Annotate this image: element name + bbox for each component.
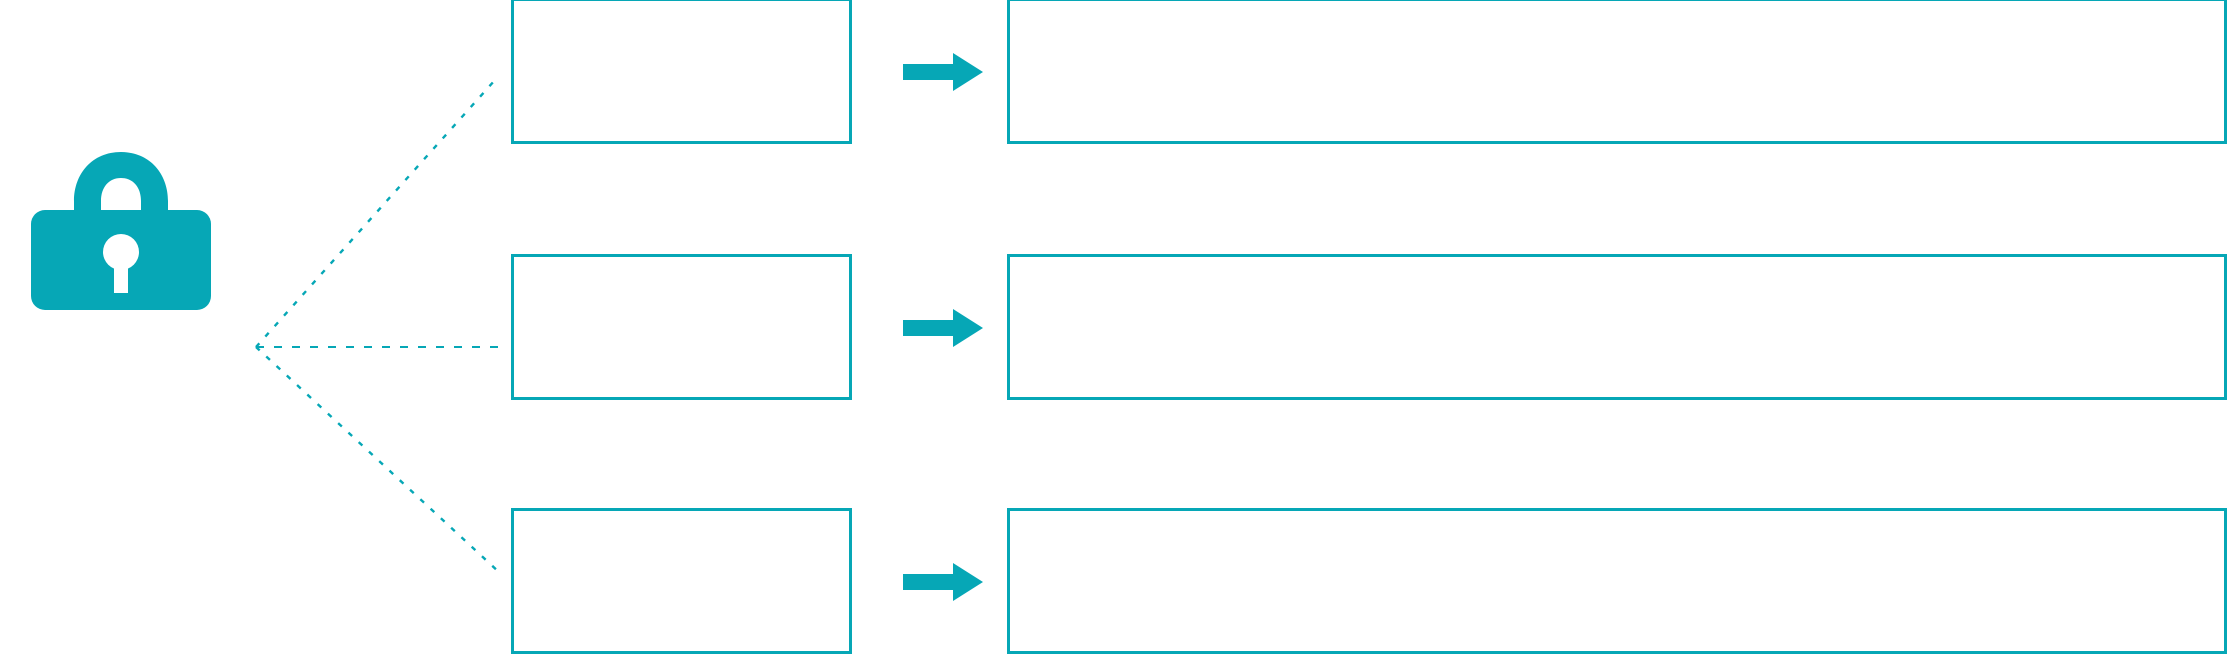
outcome-box[interactable] bbox=[1007, 254, 2227, 400]
right-arrow-icon bbox=[903, 309, 983, 347]
flow-row bbox=[0, 0, 2229, 144]
right-arrow-icon bbox=[903, 53, 983, 91]
flow-row bbox=[0, 508, 2229, 654]
outcome-box[interactable] bbox=[1007, 0, 2227, 144]
stage-box[interactable] bbox=[511, 508, 852, 654]
right-arrow-icon bbox=[903, 563, 983, 601]
stage-box[interactable] bbox=[511, 0, 852, 144]
flow-row bbox=[0, 254, 2229, 400]
lock-icon bbox=[28, 152, 214, 310]
stage-box[interactable] bbox=[511, 254, 852, 400]
outcome-box[interactable] bbox=[1007, 508, 2227, 654]
